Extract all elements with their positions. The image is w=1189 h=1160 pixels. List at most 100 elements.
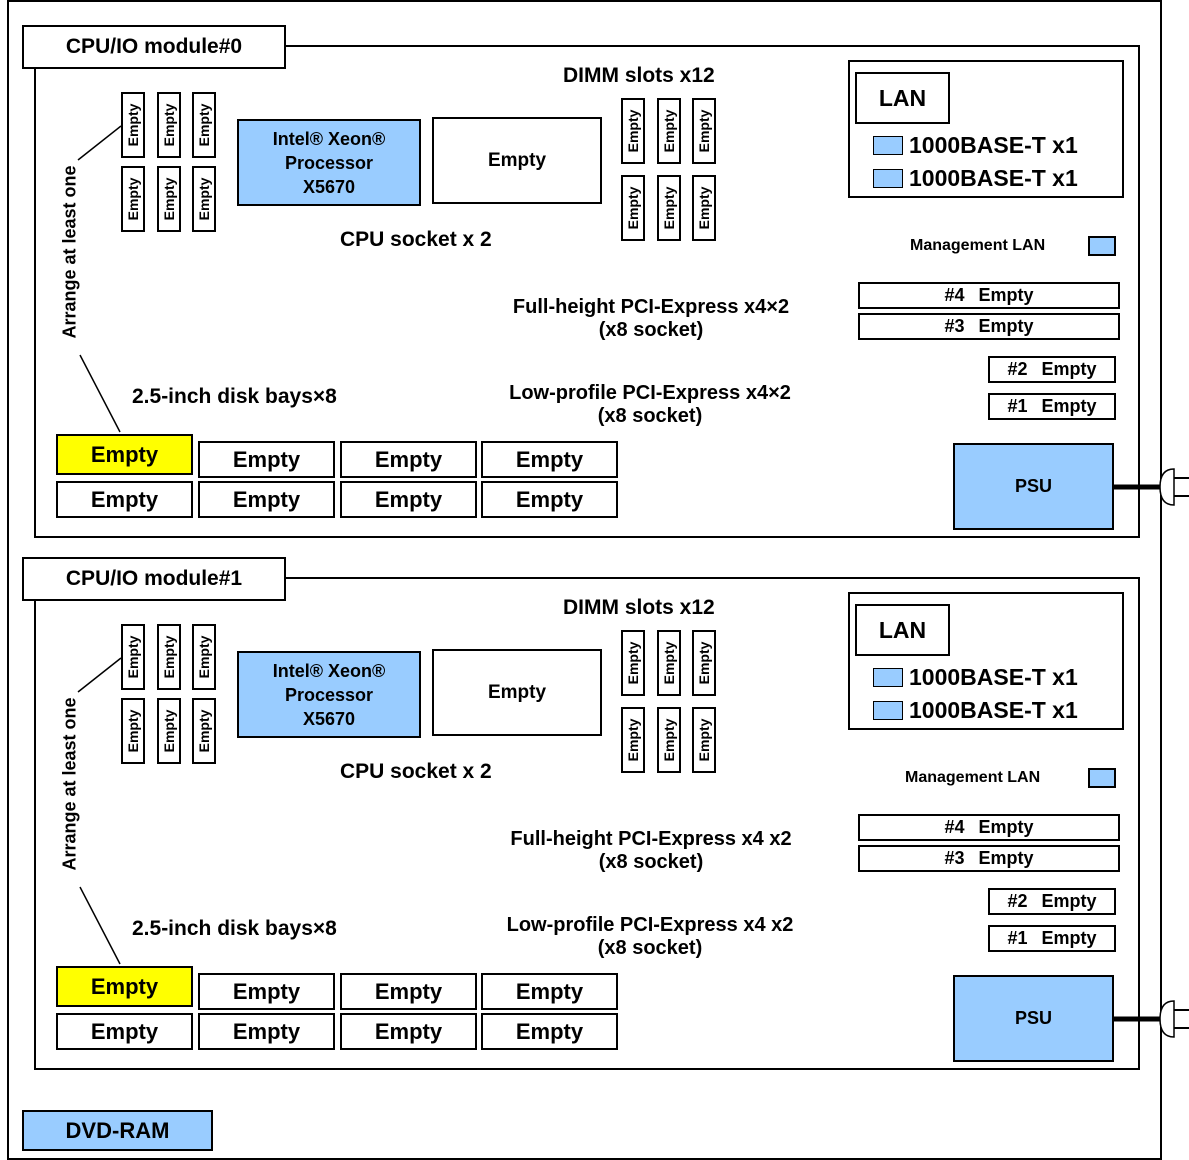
dimm-slot[interactable]: Empty [157, 92, 181, 158]
dimm-slot[interactable]: Empty [121, 166, 145, 232]
management-lan-label: Management LAN [905, 769, 1041, 786]
dimm-slot[interactable]: Empty [157, 698, 181, 764]
lan-port-2[interactable]: 1000BASE-T x1 [873, 697, 1078, 724]
dimm-slot[interactable]: Empty [692, 175, 716, 241]
power-plug-icon [1159, 1000, 1175, 1038]
disk-bay[interactable]: Empty [198, 1013, 335, 1050]
dimm-slot[interactable]: Empty [621, 175, 645, 241]
full-height-pci-label: Full-height PCI-Express x4 x2(x8 socket) [474, 828, 828, 874]
disk-bay-populated[interactable]: Empty [56, 434, 193, 475]
cpu1-line: Intel® Xeon® [272, 128, 386, 149]
pci-slot-number: #1 [1007, 396, 1028, 416]
lan-port-2[interactable]: 1000BASE-T x1 [873, 165, 1078, 192]
pci-slot-state: Empty [978, 316, 1034, 336]
disk-bay[interactable]: Empty [481, 481, 618, 518]
dimm-slot[interactable]: Empty [121, 698, 145, 764]
management-lan-label: Management LAN [910, 237, 1046, 254]
pci-slot-state: Empty [978, 285, 1034, 305]
dimm-slot[interactable]: Empty [192, 92, 216, 158]
dimm-slot[interactable]: Empty [157, 624, 181, 690]
psu[interactable]: PSU [953, 443, 1114, 530]
dvd-ram-drive: DVD-RAM [22, 1110, 213, 1151]
lan-title: LAN [855, 72, 950, 124]
disk-bay-populated[interactable]: Empty [56, 966, 193, 1007]
dimm-slot[interactable]: Empty [621, 630, 645, 696]
dimm-slot[interactable]: Empty [192, 698, 216, 764]
management-lan-port[interactable] [1088, 236, 1116, 256]
dimm-slot[interactable]: Empty [657, 175, 681, 241]
low-profile-line1: Low-profile PCI-Express x4×2 [509, 382, 791, 404]
dimm-slot[interactable]: Empty [621, 98, 645, 164]
lan-port-label: 1000BASE-T x1 [909, 697, 1078, 723]
dimm-slot[interactable]: Empty [692, 707, 716, 773]
disk-bay[interactable]: Empty [56, 481, 193, 518]
dimm-slot[interactable]: Empty [657, 707, 681, 773]
low-profile-pci-label: Low-profile PCI-Express x4×2(x8 socket) [470, 382, 830, 428]
dimm-slot[interactable]: Empty [692, 630, 716, 696]
lan-title: LAN [855, 604, 950, 656]
lan-port-label: 1000BASE-T x1 [909, 132, 1078, 158]
dimm-slot[interactable]: Empty [157, 166, 181, 232]
pci-slot[interactable]: #1 Empty [988, 393, 1116, 420]
dimm-slot[interactable]: Empty [192, 166, 216, 232]
cpu1-line: Processor [284, 684, 374, 705]
disk-bay[interactable]: Empty [481, 1013, 618, 1050]
low-profile-pci-label: Low-profile PCI-Express x4 x2(x8 socket) [470, 914, 830, 960]
full-height-pci-label: Full-height PCI-Express x4×2(x8 socket) [474, 296, 828, 342]
lan-port-label: 1000BASE-T x1 [909, 664, 1078, 690]
full-height-line2: (x8 socket) [598, 851, 704, 873]
power-plug-icon [1159, 468, 1175, 506]
management-lan-port[interactable] [1088, 768, 1116, 788]
disk-bay[interactable]: Empty [198, 441, 335, 478]
disk-bay[interactable]: Empty [481, 973, 618, 1010]
disk-bay[interactable]: Empty [340, 441, 477, 478]
lan-port-label: 1000BASE-T x1 [909, 165, 1078, 191]
pci-slot-state: Empty [1041, 359, 1097, 379]
cpu-socket-label: CPU socket x 2 [340, 760, 492, 783]
lan-port-1[interactable]: 1000BASE-T x1 [873, 132, 1078, 159]
cpu1-line: Processor [284, 152, 374, 173]
module-frame [34, 45, 1140, 538]
dimm-slot[interactable]: Empty [657, 630, 681, 696]
module-label: CPU/IO module#0 [22, 25, 286, 69]
dimm-slot[interactable]: Empty [621, 707, 645, 773]
pci-slot-state: Empty [1041, 928, 1097, 948]
dimm-slots-title: DIMM slots x12 [563, 596, 715, 619]
disk-bay[interactable]: Empty [340, 1013, 477, 1050]
disk-bay[interactable]: Empty [340, 973, 477, 1010]
disk-bay[interactable]: Empty [340, 481, 477, 518]
cpu-socket-2[interactable]: Empty [432, 649, 602, 736]
dimm-slot[interactable]: Empty [692, 98, 716, 164]
disk-bay[interactable]: Empty [198, 973, 335, 1010]
pci-slot-state: Empty [978, 817, 1034, 837]
module-label: CPU/IO module#1 [22, 557, 286, 601]
cpu-socket-label: CPU socket x 2 [340, 228, 492, 251]
dimm-slot[interactable]: Empty [657, 98, 681, 164]
disk-bay[interactable]: Empty [198, 481, 335, 518]
disk-bay[interactable]: Empty [56, 1013, 193, 1050]
lan-port-1[interactable]: 1000BASE-T x1 [873, 664, 1078, 691]
cpu-socket-2[interactable]: Empty [432, 117, 602, 204]
lan-port-icon [873, 136, 903, 155]
disk-bays-title: 2.5-inch disk bays×8 [132, 917, 337, 940]
disk-bay[interactable]: Empty [481, 441, 618, 478]
dimm-slot-populated[interactable]: Empty [121, 92, 145, 158]
psu[interactable]: PSU [953, 975, 1114, 1062]
lan-port-icon [873, 169, 903, 188]
dimm-slot[interactable]: Empty [192, 624, 216, 690]
cpu1-line: X5670 [302, 176, 356, 197]
low-profile-line2: (x8 socket) [597, 937, 703, 959]
low-profile-line2: (x8 socket) [597, 405, 703, 427]
dimm-slot-populated[interactable]: Empty [121, 624, 145, 690]
pci-slot-state: Empty [1041, 396, 1097, 416]
